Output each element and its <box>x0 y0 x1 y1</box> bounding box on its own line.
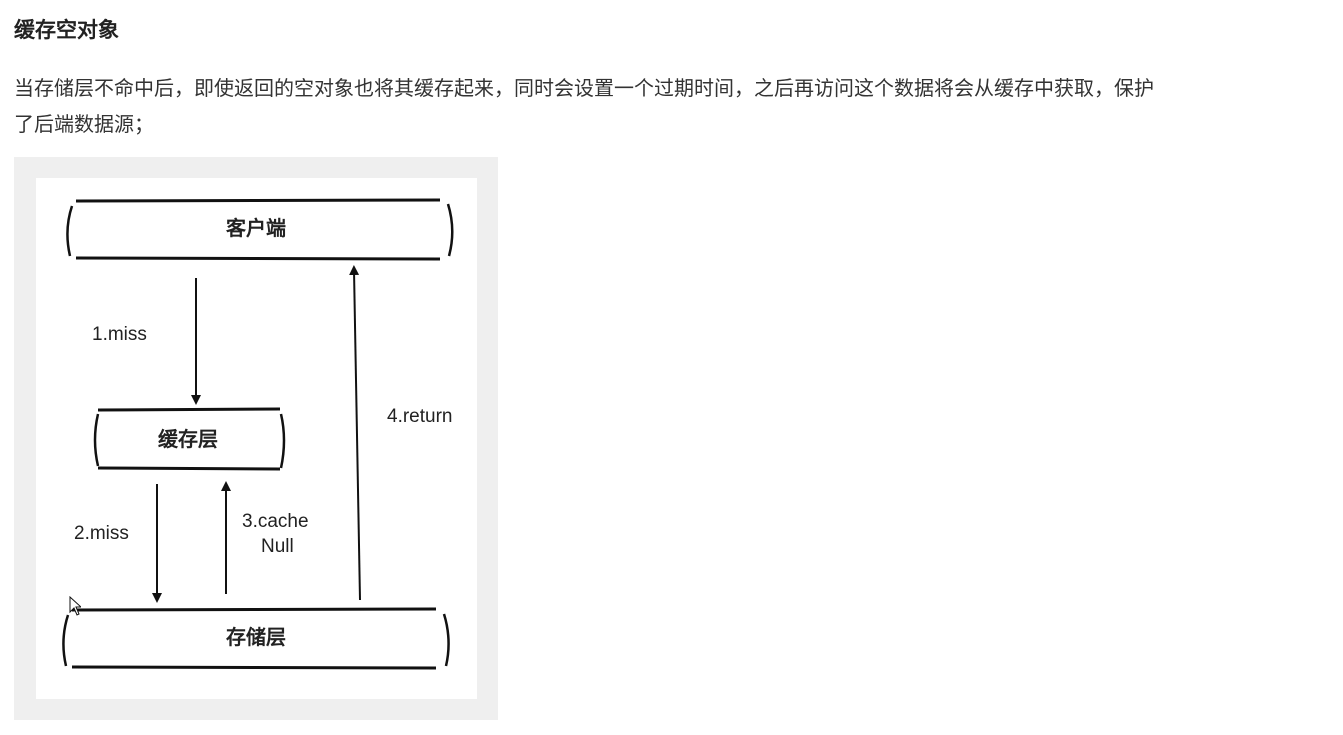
diagram-frame: 客户端 缓存层 存储层 <box>14 157 498 720</box>
section-title: 缓存空对象 <box>14 18 119 42</box>
mouse-cursor-icon <box>69 596 81 616</box>
step-4-label: 4.return <box>387 406 452 427</box>
cache-layer-box: 缓存层 <box>93 407 286 471</box>
cache-layer-label: 缓存层 <box>158 427 218 451</box>
step-3-label-line-1: 3.cache <box>242 511 309 532</box>
step-1-label: 1.miss <box>92 324 147 345</box>
diagram-canvas: 客户端 缓存层 存储层 <box>36 178 477 699</box>
storage-layer-box: 存储层 <box>62 607 450 670</box>
step-2-label: 2.miss <box>74 523 129 544</box>
paragraph-line-1: 当存储层不命中后，即使返回的空对象也将其缓存起来，同时会设置一个过期时间，之后再… <box>14 76 1154 100</box>
paragraph-line-2: 了后端数据源； <box>14 112 154 136</box>
arrow-step-4 <box>349 265 361 601</box>
section-paragraph: 当存储层不命中后，即使返回的空对象也将其缓存起来，同时会设置一个过期时间，之后再… <box>14 70 1314 142</box>
cache-null-object-diagram: 客户端 缓存层 存储层 <box>62 198 454 670</box>
client-label: 客户端 <box>225 216 286 240</box>
step-3-label-line-2: Null <box>261 536 294 557</box>
client-box: 客户端 <box>66 198 454 261</box>
storage-layer-label: 存储层 <box>226 625 286 649</box>
